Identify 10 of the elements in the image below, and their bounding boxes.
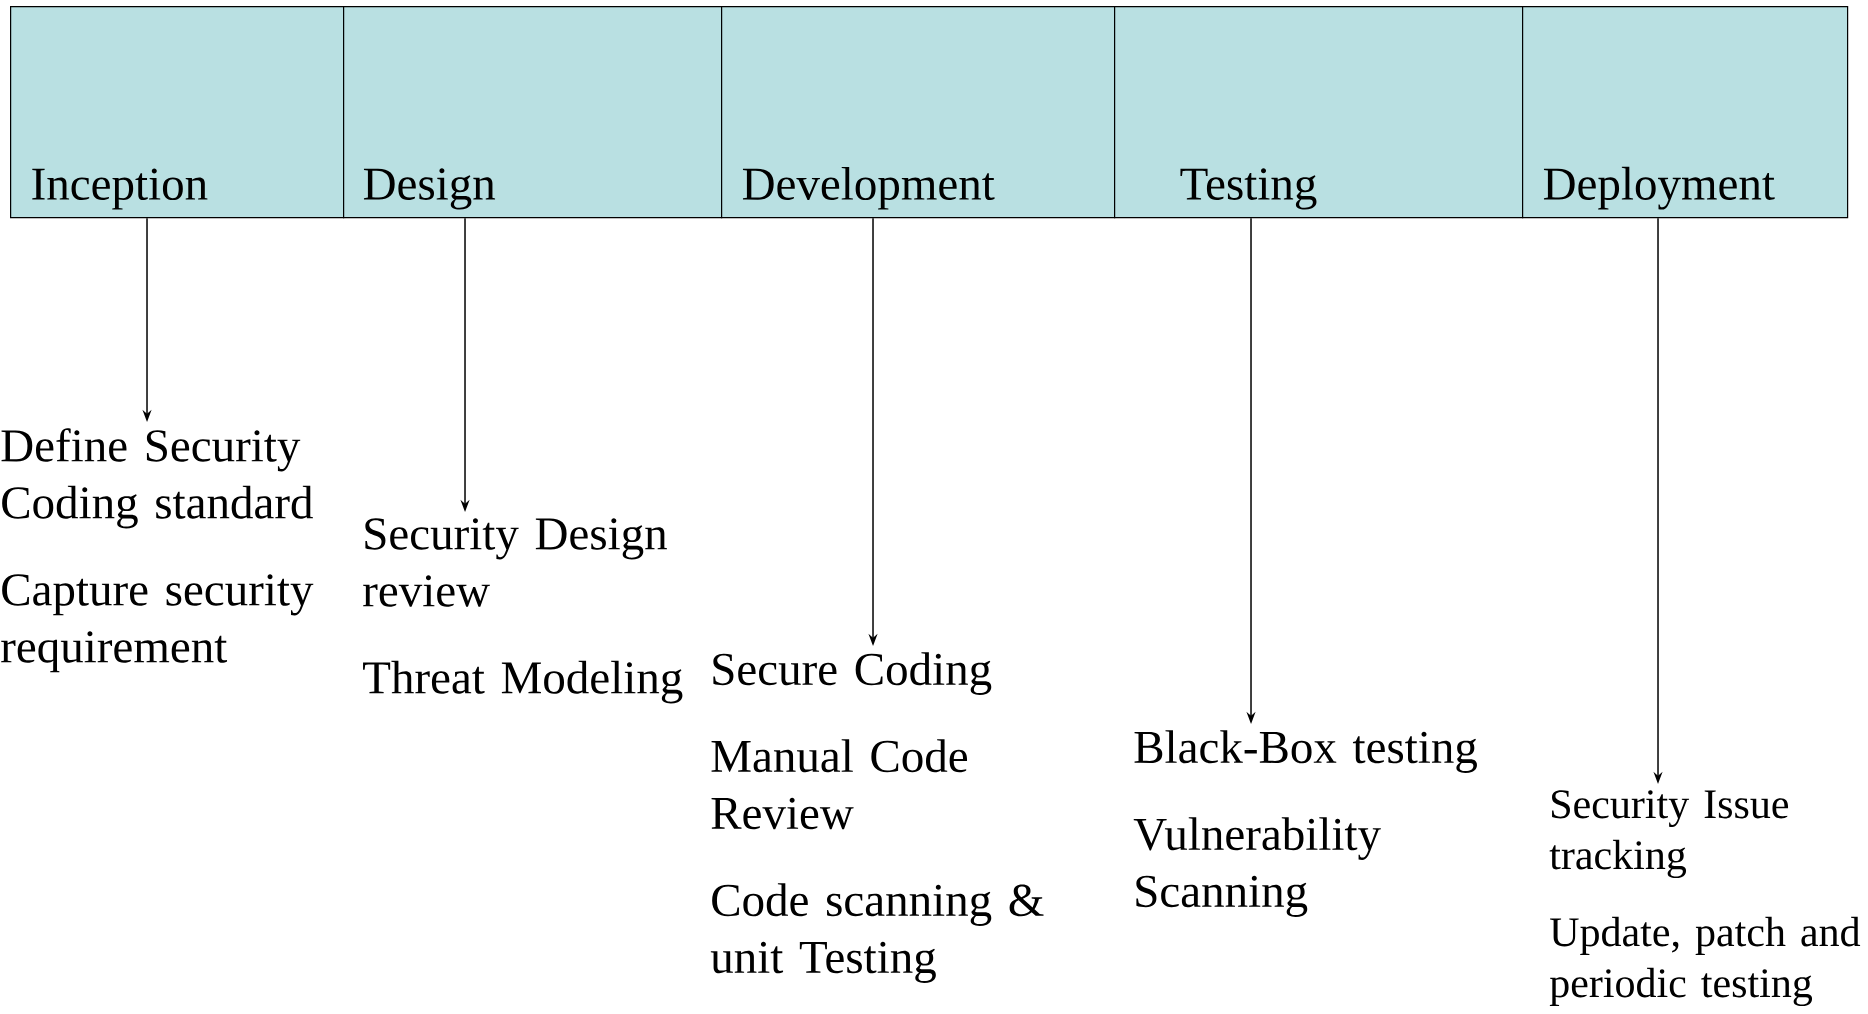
phase-box: Development xyxy=(721,6,1116,219)
item-list: Security Issue tracking Update, patch and periodic testing xyxy=(1549,790,1861,1007)
item-list: Black-Box testing Vulnerability Scanning xyxy=(1133,730,1477,917)
phase-box: Inception xyxy=(10,6,345,219)
item-list: Security Design review Threat Modeling xyxy=(363,518,683,704)
phase-box: Deployment xyxy=(1522,6,1849,219)
item-list: Secure Coding Manual Code Review Code scanning & unit Testing xyxy=(710,652,1044,983)
phase-box: Design xyxy=(343,6,723,219)
phase-box: Testing xyxy=(1114,6,1524,219)
item-list: Define Security Coding standard Capture security requirement xyxy=(1,428,314,673)
